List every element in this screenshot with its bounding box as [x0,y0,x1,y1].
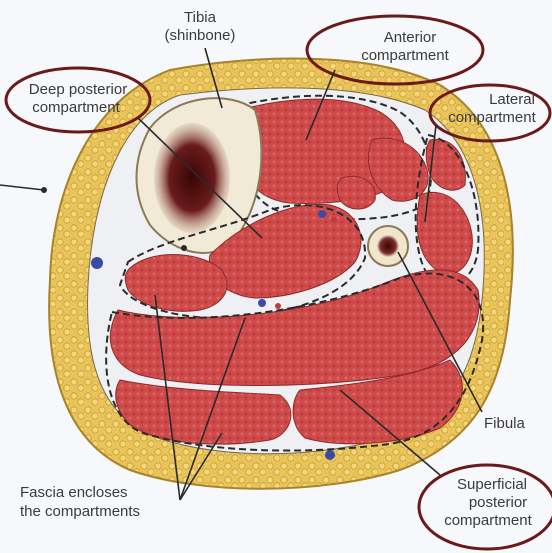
leader-skin [0,185,44,190]
vessel [331,217,337,223]
tibia-marrow [154,123,230,233]
leader-skin-dot [41,187,47,193]
vessel [275,303,281,309]
vessel [91,257,103,269]
vessel [318,210,326,218]
tibia-fascia-dot [181,245,187,251]
vessel [258,299,266,307]
fibula-marrow [377,235,399,257]
label-tibia: Tibia(shinbone) [165,9,236,44]
label-fibula: Fibula [484,415,526,432]
vessel [325,450,335,460]
